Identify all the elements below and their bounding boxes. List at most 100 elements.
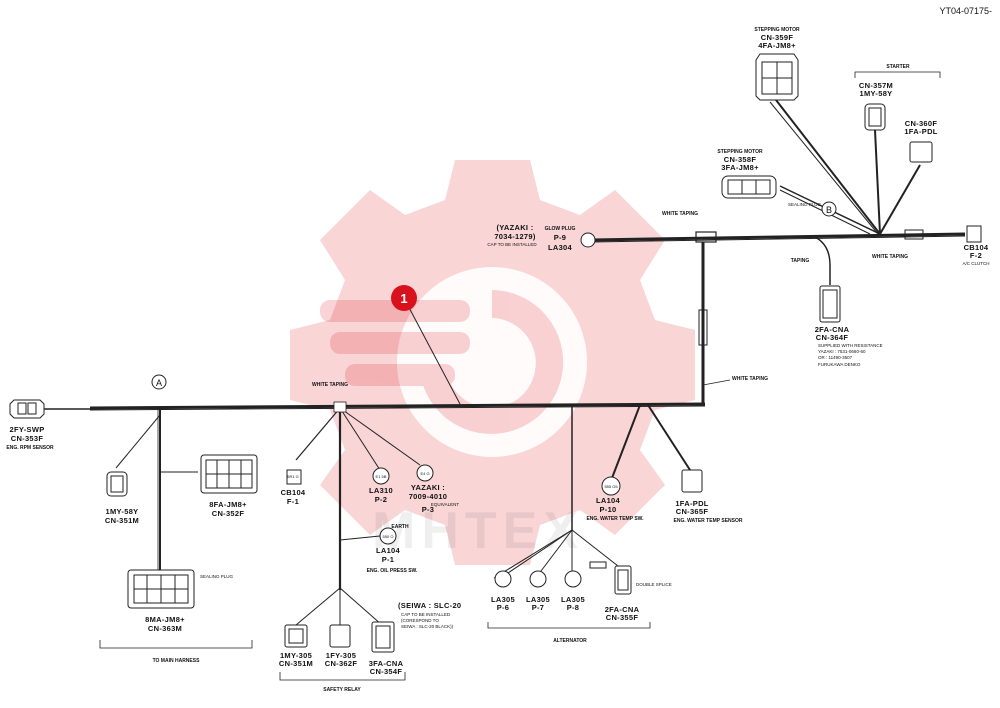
la305-p8-pos: P-8	[567, 603, 580, 612]
cn360f-id: CN-360F	[905, 119, 938, 128]
cn351m-left-id: CN-351M	[105, 516, 139, 525]
alternator-label: ALTERNATOR	[553, 638, 587, 644]
cn363m-id: CN-363M	[148, 624, 182, 633]
to-main-harness-label: TO MAIN HARNESS	[153, 658, 201, 664]
white-taping-label-4: WHITE TAPING	[872, 254, 908, 260]
la310-id: LA310	[369, 486, 393, 495]
watermark-text: MHTEX	[372, 502, 584, 560]
pin-labels: 5R1 G E1 5B E4 G 550 O 555 O5	[287, 471, 618, 539]
p3-part: 7009-4010	[409, 492, 448, 501]
p3-pos: P-3	[422, 505, 435, 514]
taping-label: TAPING	[791, 258, 810, 264]
glow-plug-pos: P-9	[554, 233, 567, 242]
seiwa-note-1: (SEIWA : SLC-20	[398, 601, 461, 610]
cn355f-note: DOUBLE SPLICE	[636, 582, 672, 587]
cb104-f1-pos: F-1	[287, 497, 299, 506]
cn353f-desc: ENG. RPM SENSOR	[6, 445, 54, 451]
cn360f-model: 1FA-PDL	[904, 127, 937, 136]
callout-number: 1	[400, 291, 407, 306]
cn365f-model: 1FA-PDL	[675, 499, 708, 508]
p3-pin: E4 G	[420, 471, 429, 476]
la305-p8-id: LA305	[561, 595, 585, 604]
cn352f-model: 8FA-JM8+	[209, 500, 247, 509]
cn364f-model: 2FA-CNA	[815, 325, 850, 334]
cn358f-id: CN-358F	[724, 155, 757, 164]
la104-p10-pos: P-10	[599, 505, 616, 514]
la305-p6-pos: P-6	[497, 603, 510, 612]
glow-vendor: (YAZAKI :	[496, 223, 533, 232]
cn364f-note: SUPPLIED WITH RESISTANCE	[818, 343, 883, 348]
la310-pos: P-2	[375, 495, 388, 504]
harness-wires	[44, 99, 966, 626]
cn355f-model: 2FA-CNA	[605, 605, 640, 614]
cn358f-title: STEPPING MOTOR	[717, 149, 763, 155]
circle-b-marker	[821, 201, 837, 217]
la104-p10-desc: ENG. WATER TEMP SW.	[586, 516, 644, 522]
cb104-f2-desc: A/C CLUTCH	[962, 261, 989, 266]
la104-p1-desc: ENG. OIL PRESS SW.	[367, 568, 418, 574]
cn355f-id: CN-355F	[606, 613, 639, 622]
cb104-f2-pos: F-2	[970, 251, 982, 260]
white-taping-label-3: WHITE TAPING	[732, 376, 768, 382]
circle-a-marker	[151, 374, 167, 390]
glow-part: 7034-1279)	[494, 232, 536, 241]
cb104-f2-id: CB104	[964, 243, 989, 252]
p3-vendor: YAZAKI :	[411, 483, 445, 492]
taping-marker	[333, 401, 347, 413]
cb104-f1-id: CB104	[281, 488, 306, 497]
cn358f-note: SEALING PLUG	[788, 202, 822, 207]
cn363m-note: SEALING PLUG	[200, 574, 234, 579]
cn364f-yazaki: YAZAKI : 7531-0660-60	[818, 349, 866, 354]
la305-p7-pos: P-7	[532, 603, 545, 612]
white-taping-label-1: WHITE TAPING	[312, 382, 348, 388]
cn351m-relay-id: CN-351M	[279, 659, 313, 668]
cn357m-model: 1MY-58Y	[860, 89, 893, 98]
glow-plug-title: GLOW PLUG	[545, 226, 576, 232]
starter-label: STARTER	[886, 64, 910, 70]
cn358f-model: 3FA-JM8+	[721, 163, 759, 172]
cn354f-relay-id: CN-354F	[370, 667, 403, 676]
cb104-f1-pin: 5R1 G	[287, 474, 299, 479]
cn352f-id: CN-352F	[212, 509, 245, 518]
callout-circle[interactable]	[391, 285, 417, 311]
glow-plug-id: LA304	[548, 243, 573, 252]
glow-cap-note: CAP TO BE INSTALLED	[487, 242, 537, 247]
cn362f-model: 1FY-305	[326, 651, 356, 660]
p3-equivalent: EQUIVALENT	[431, 502, 459, 507]
group-brackets	[99, 71, 941, 681]
cn362f-id: CN-362F	[325, 659, 358, 668]
cn359f-model: 4FA-JM8+	[758, 41, 796, 50]
la305-p6-id: LA305	[491, 595, 515, 604]
cn354f-relay-model: 3FA-CNA	[369, 659, 404, 668]
seiwa-note-3: (CORESPOND TO	[401, 618, 439, 623]
cn351m-left-model: 1MY-58Y	[106, 507, 139, 516]
cn359f-title: STEPPING MOTOR	[754, 27, 800, 33]
cn357m-id: CN-357M	[859, 81, 893, 90]
earth-label: EARTH	[391, 524, 409, 530]
la305-p7-id: LA305	[526, 595, 550, 604]
la310-pin: E1 5B	[376, 474, 387, 479]
cn365f-desc: ENG. WATER TEMP SENSOR	[674, 518, 743, 524]
cn364f-id: CN-364F	[816, 333, 849, 342]
la104-p10-pin: 555 O5	[604, 484, 618, 489]
seiwa-note-2: CAP TO BE INSTALLED	[401, 612, 451, 617]
cn351m-relay-model: 1MY-305	[280, 651, 312, 660]
circle-a-label: A	[156, 378, 162, 388]
cn359f-id: CN-359F	[761, 33, 794, 42]
cn364f-vendor: FURUKAWA DENKO	[818, 362, 861, 367]
connector-shapes	[9, 53, 982, 653]
cn353f-model: 2FY-SWP	[9, 425, 44, 434]
seiwa-note-4: SEIWA : SLC-20 BLACK))	[401, 624, 454, 629]
white-taping-label-2: WHITE TAPING	[662, 211, 698, 217]
cn353f-id: CN-353F	[11, 434, 44, 443]
cn364f-alt: OR : 11490-3507	[818, 355, 853, 360]
safety-relay-label: SAFETY RELAY	[323, 687, 361, 693]
cn363m-model: 8MA-JM8+	[145, 615, 185, 624]
circle-b-label: B	[826, 205, 832, 215]
document-id: YT04-07175-	[939, 6, 992, 16]
la104-p1-pos: P-1	[382, 555, 395, 564]
la104-p1-pin: 550 O	[383, 534, 394, 539]
la104-p1-id: LA104	[376, 546, 401, 555]
